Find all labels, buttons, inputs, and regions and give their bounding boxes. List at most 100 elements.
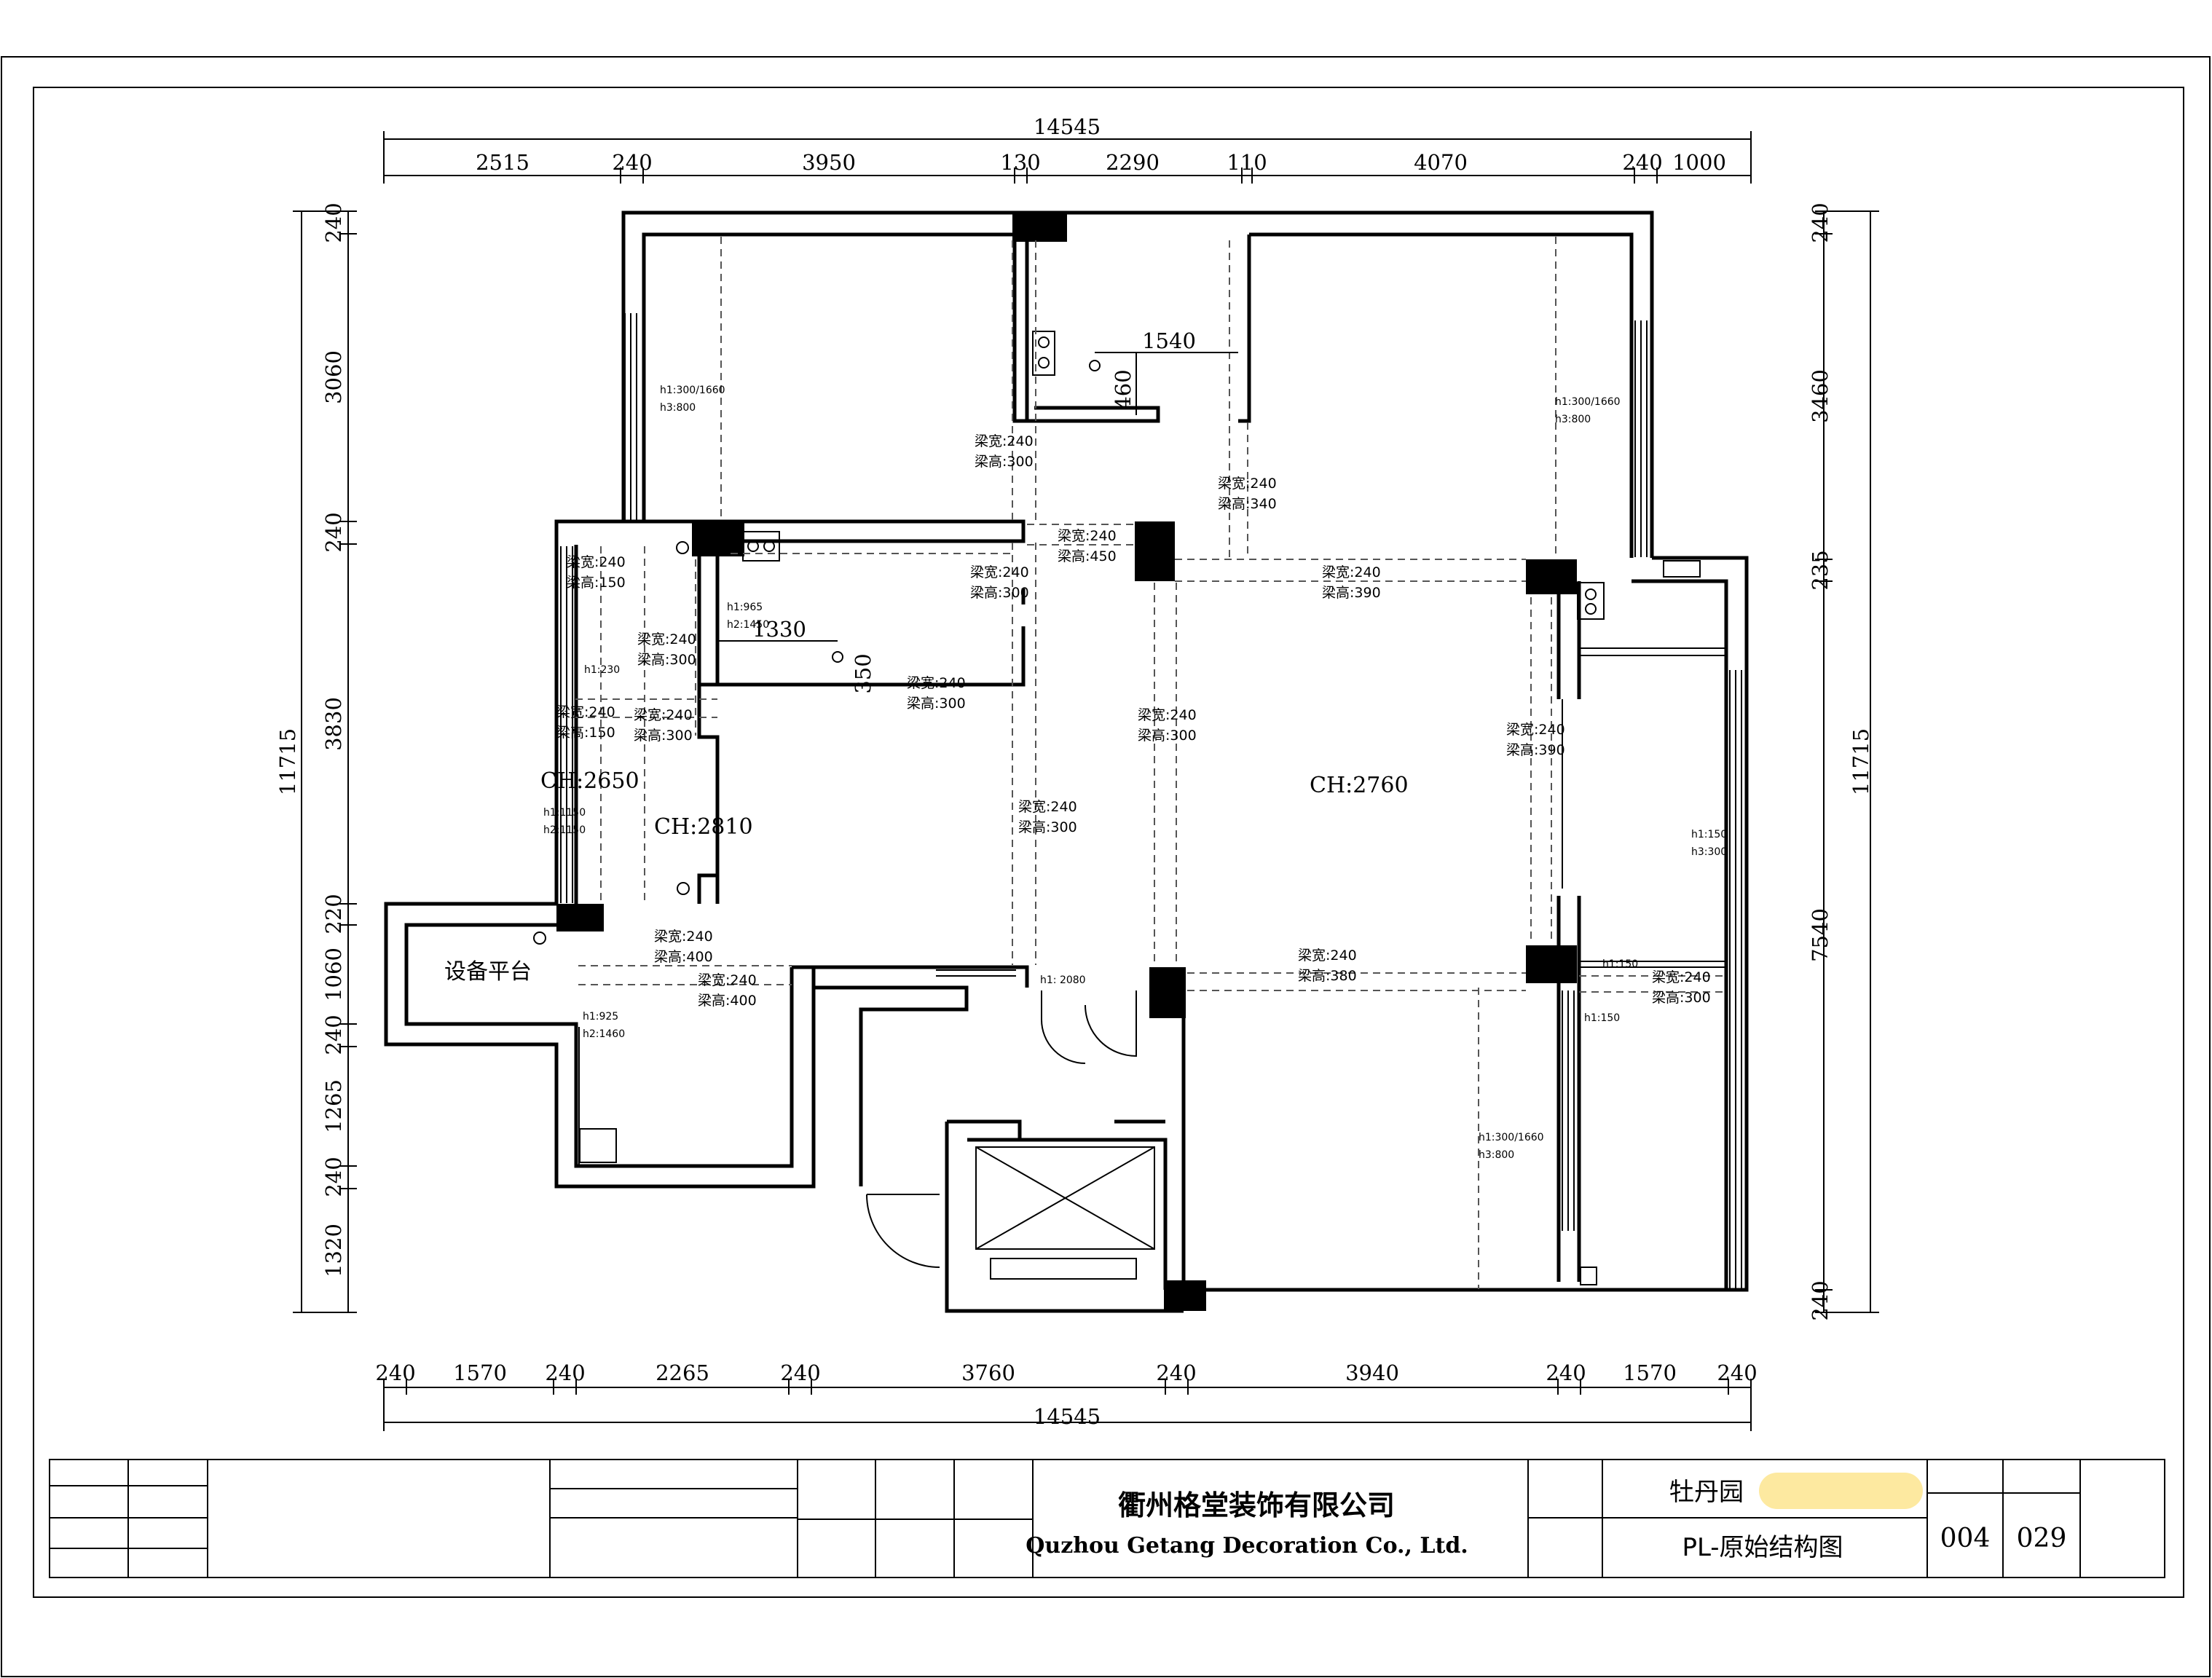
total-sheets: 029 [2017, 1524, 2067, 1553]
right-dim-2: 3460 [1808, 369, 1833, 423]
elevator-shaft [975, 1146, 1155, 1280]
walls [384, 210, 1749, 1313]
bottom-dim-9: 240 [1546, 1360, 1586, 1385]
left-dim-2: 3060 [321, 350, 346, 404]
inner-dim-1330: 1330 [752, 617, 806, 642]
right-dim-3: 235 [1808, 550, 1833, 590]
svg-text:梁高:300: 梁高:300 [637, 652, 696, 668]
bottom-dim-2: 1570 [453, 1360, 507, 1385]
structural-columns [556, 213, 1577, 1311]
top-dim-1: 2515 [476, 150, 530, 175]
svg-text:h2:1150: h2:1150 [543, 824, 586, 836]
ceiling-height-middle: CH:2810 [654, 814, 753, 840]
svg-text:h3:300: h3:300 [1691, 846, 1727, 858]
doors [866, 990, 1137, 1268]
svg-text:梁高:300: 梁高:300 [975, 454, 1034, 470]
svg-text:梁高:150: 梁高:150 [556, 725, 615, 741]
svg-text:梁宽:240: 梁宽:240 [634, 707, 693, 723]
right-dimensions: 240 3460 235 7540 240 11715 [1808, 202, 1879, 1321]
drain-fixtures [533, 331, 1605, 1285]
svg-text:h1:1150: h1:1150 [543, 807, 586, 819]
bottom-total-dim: 14545 [1034, 1404, 1101, 1429]
svg-text:h1:300/1660: h1:300/1660 [660, 385, 725, 396]
top-dim-5: 2290 [1106, 150, 1160, 175]
bottom-dim-11: 240 [1717, 1360, 1757, 1385]
svg-text:梁高:390: 梁高:390 [1322, 585, 1381, 601]
svg-text:h3:800: h3:800 [1479, 1149, 1514, 1161]
svg-text:梁宽:240: 梁宽:240 [637, 631, 696, 647]
drawing-title: PL-原始结构图 [1682, 1533, 1843, 1562]
bottom-dim-6: 3760 [961, 1360, 1015, 1385]
ceiling-height-left: CH:2650 [540, 768, 639, 794]
svg-text:h1:150: h1:150 [1584, 1012, 1620, 1024]
bottom-dimensions: 240 1570 240 2265 240 3760 240 3940 240 … [375, 1360, 1758, 1431]
bottom-dim-3: 240 [545, 1360, 585, 1385]
svg-text:h1:965: h1:965 [727, 602, 763, 613]
left-dimensions: 11715 240 3060 240 3830 220 1060 240 126… [275, 202, 357, 1313]
svg-text:梁宽:240: 梁宽:240 [654, 929, 713, 945]
svg-text:h1:925: h1:925 [583, 1011, 618, 1023]
svg-text:h3:800: h3:800 [660, 402, 696, 414]
left-dim-4: 3830 [321, 697, 346, 751]
top-dim-2: 240 [612, 150, 652, 175]
right-dim-1: 240 [1808, 202, 1833, 243]
svg-text:梁高:450: 梁高:450 [1058, 548, 1117, 564]
svg-text:h1:300/1660: h1:300/1660 [1479, 1132, 1544, 1143]
svg-text:h3:800: h3:800 [1555, 414, 1591, 425]
svg-text:梁宽:240: 梁宽:240 [698, 972, 757, 988]
top-dim-7: 4070 [1414, 150, 1468, 175]
left-dim-6: 1060 [321, 948, 346, 1001]
svg-text:h1:230: h1:230 [584, 664, 620, 676]
svg-text:h1: 2080: h1: 2080 [1040, 974, 1086, 986]
svg-text:梁高:300: 梁高:300 [1652, 990, 1711, 1006]
svg-text:梁高:400: 梁高:400 [698, 993, 757, 1009]
left-dim-8: 1265 [321, 1079, 346, 1133]
right-dim-5: 240 [1808, 1280, 1833, 1320]
top-total-dim: 14545 [1034, 114, 1101, 139]
svg-text:梁高:380: 梁高:380 [1298, 968, 1357, 984]
bottom-dim-8: 3940 [1345, 1360, 1399, 1385]
svg-text:梁宽:240: 梁宽:240 [970, 564, 1029, 580]
left-dim-3: 240 [321, 512, 346, 552]
company-name-en: Quzhou Getang Decoration Co., Ltd. [1026, 1533, 1468, 1559]
bottom-dim-5: 240 [780, 1360, 820, 1385]
svg-text:h2:1450: h2:1450 [727, 619, 769, 631]
svg-text:h2:1460: h2:1460 [583, 1028, 625, 1040]
inner-dim-1540: 1540 [1142, 328, 1196, 353]
svg-text:h1:150: h1:150 [1602, 958, 1638, 970]
svg-text:梁高:300: 梁高:300 [907, 696, 966, 712]
svg-text:梁宽:240: 梁宽:240 [556, 704, 615, 720]
svg-text:梁高:300: 梁高:300 [970, 585, 1029, 601]
svg-text:h1:300/1660: h1:300/1660 [1555, 396, 1621, 408]
svg-text:梁宽:240: 梁宽:240 [1018, 799, 1077, 815]
right-total-dim: 11715 [1849, 728, 1873, 795]
top-dim-9: 1000 [1672, 150, 1726, 175]
svg-text:梁高:300: 梁高:300 [634, 728, 693, 744]
bottom-dim-4: 2265 [656, 1360, 709, 1385]
svg-text:梁宽:240: 梁宽:240 [1058, 528, 1117, 544]
svg-text:h1:150: h1:150 [1691, 829, 1727, 840]
beam-lines [575, 237, 1726, 1289]
inner-dim-460: 460 [1111, 369, 1135, 409]
left-total-dim: 11715 [275, 728, 300, 795]
sheet-number: 004 [1940, 1524, 1991, 1553]
left-dim-9: 240 [321, 1157, 346, 1197]
bottom-dim-1: 240 [375, 1360, 415, 1385]
ceiling-height-main: CH:2760 [1310, 773, 1409, 798]
bottom-dim-7: 240 [1156, 1360, 1196, 1385]
redacted-highlight [1759, 1473, 1923, 1509]
svg-text:梁宽:240: 梁宽:240 [1218, 476, 1277, 492]
svg-text:梁宽:240: 梁宽:240 [975, 433, 1034, 449]
svg-text:梁高:300: 梁高:300 [1018, 819, 1077, 835]
equipment-platform-label: 设备平台 [444, 959, 532, 985]
inner-dim-350: 350 [851, 653, 875, 693]
right-dim-4: 7540 [1808, 908, 1833, 962]
top-dim-8: 240 [1622, 150, 1662, 175]
svg-text:梁高:300: 梁高:300 [1138, 728, 1197, 744]
left-dim-5: 220 [321, 894, 346, 934]
svg-text:梁高:150: 梁高:150 [567, 575, 626, 591]
top-dim-4: 130 [1000, 150, 1040, 175]
svg-text:梁宽:240: 梁宽:240 [1322, 564, 1381, 580]
